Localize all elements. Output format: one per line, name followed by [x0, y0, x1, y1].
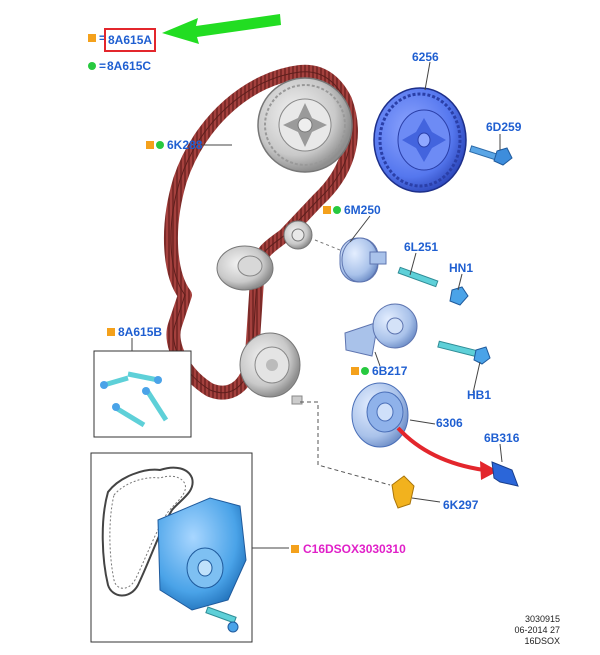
part-label-6K288[interactable]: 6K288: [167, 138, 203, 152]
pulley-bolt: [469, 145, 513, 166]
belt-guide: [391, 475, 415, 509]
cam-pulley-gray: [257, 77, 353, 173]
red-arrow: [396, 426, 498, 480]
orange-square-marker: [291, 545, 299, 553]
orange-square-marker: [323, 206, 331, 214]
legend-equals-2: =: [99, 59, 107, 73]
crank-key: [491, 461, 519, 487]
highlight-box: 8A615A: [104, 28, 157, 52]
part-label-HB1[interactable]: HB1: [467, 388, 492, 402]
tensioner: [314, 237, 387, 283]
bolt-kit-box: [93, 350, 192, 438]
stamp-line-2: 06-2014 27: [514, 625, 560, 635]
idler-bracket: [344, 303, 418, 357]
legend-code-8A615A[interactable]: 8A615A: [108, 33, 153, 47]
nut: [449, 286, 469, 306]
leader-lines: [131, 61, 503, 549]
part-label-8A615B[interactable]: 8A615B: [118, 325, 163, 339]
part-label-6306[interactable]: 6306: [436, 416, 463, 430]
timing-belt: [163, 64, 358, 400]
orange-square-marker: [107, 328, 115, 336]
green-dot-marker: [156, 141, 164, 149]
part-label-water-pump[interactable]: C16DSOX3030310: [303, 542, 406, 556]
diagram-stamp: 3030915 06-2014 27 16DSOX: [514, 614, 560, 647]
crank-pulley-gray: [239, 332, 303, 405]
legend-code-8A615C[interactable]: 8A615C: [107, 59, 152, 73]
part-label-6D259[interactable]: 6D259: [486, 120, 522, 134]
orange-square-marker: [146, 141, 154, 149]
part-label-6B217[interactable]: 6B217: [372, 364, 408, 378]
part-label-6M250[interactable]: 6M250: [344, 203, 381, 217]
part-label-HN1[interactable]: HN1: [449, 261, 474, 275]
stamp-line-1: 3030915: [524, 614, 560, 624]
orange-square-marker: [351, 367, 359, 375]
green-dot-marker: [361, 367, 369, 375]
orange-square-marker: [88, 34, 96, 42]
stamp-line-3: 16DSOX: [524, 636, 560, 646]
tensioner-stud: [397, 266, 439, 288]
part-label-6256[interactable]: 6256: [412, 50, 439, 64]
water-pump-box: [90, 452, 253, 643]
bracket-bolt: [437, 340, 491, 365]
centre-line: [300, 401, 391, 486]
tensioner-pulley-gray: [216, 220, 313, 291]
part-label-6L251[interactable]: 6L251: [404, 240, 439, 254]
green-pointer-arrow: [162, 14, 281, 44]
legend-equals-1: =: [99, 31, 107, 45]
crank-pulley: [351, 382, 409, 448]
part-label-6B316[interactable]: 6B316: [484, 431, 520, 445]
green-dot-marker: [88, 62, 96, 70]
cam-pulley-blue: [373, 87, 467, 193]
green-dot-marker: [333, 206, 341, 214]
part-label-6K297[interactable]: 6K297: [443, 498, 479, 512]
